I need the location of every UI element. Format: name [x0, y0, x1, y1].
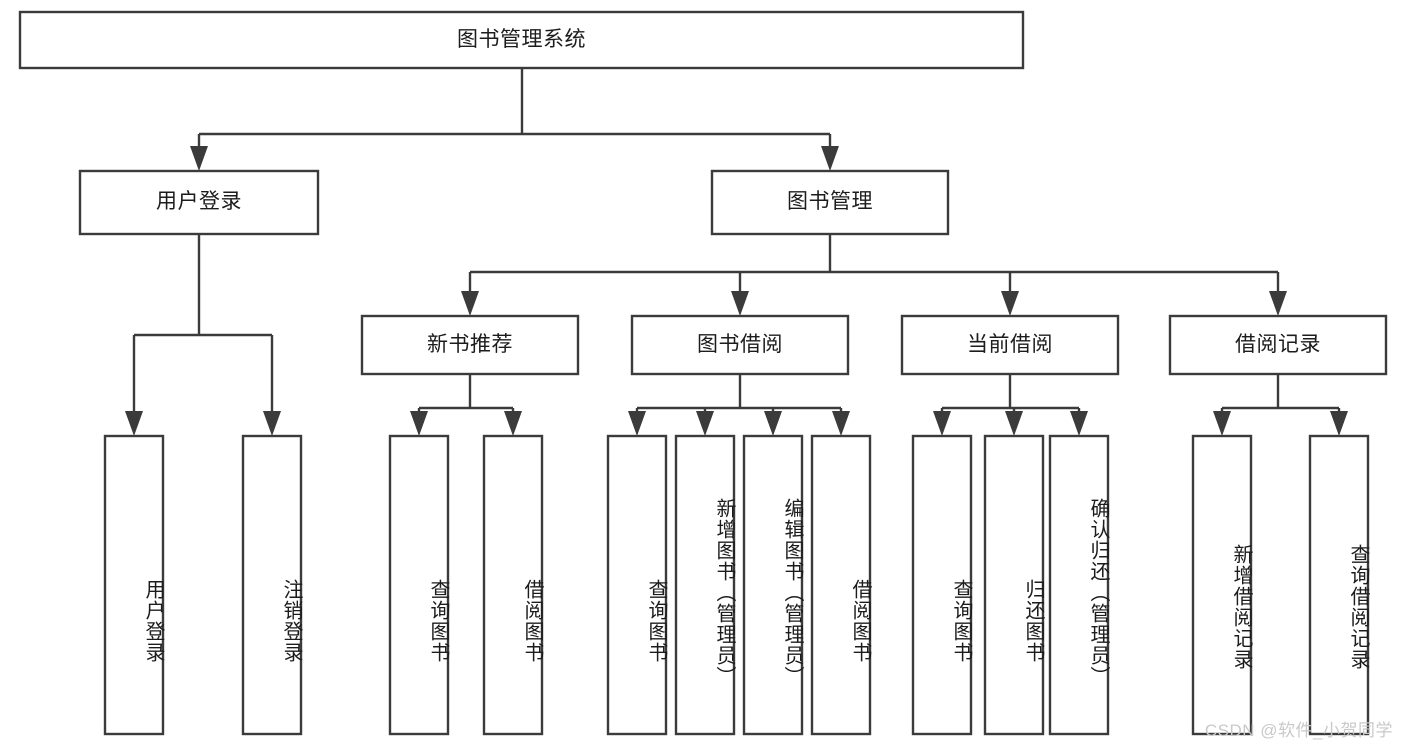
arrowhead-leaf-book-borrow-2 [764, 411, 782, 436]
arrowhead-leaf-new-book-0 [410, 411, 428, 436]
node-box-leaf-book-borrow-0[interactable] [606, 434, 668, 736]
node-box-leaf-book-borrow-3[interactable] [810, 434, 872, 736]
node-box-borrow-record[interactable] [1168, 314, 1388, 376]
node-box-leaf-current-borrow-2[interactable] [1048, 434, 1110, 736]
arrowhead-book-borrow [731, 291, 749, 316]
arrowhead-leaf-book-borrow-1 [696, 411, 714, 436]
arrowhead-leaf-borrow-record-0 [1213, 411, 1231, 436]
node-box-leaf-user-login-1[interactable] [241, 434, 303, 736]
node-box-leaf-new-book-1[interactable] [482, 434, 544, 736]
node-box-leaf-current-borrow-1[interactable] [983, 434, 1045, 736]
arrowhead-borrow-record [1269, 291, 1287, 316]
arrowhead-leaf-new-book-1 [504, 411, 522, 436]
arrowhead-leaf-book-borrow-0 [628, 411, 646, 436]
arrowhead-user-login [190, 146, 208, 171]
arrowhead-leaf-user-login-0 [125, 411, 143, 436]
node-box-leaf-current-borrow-0[interactable] [911, 434, 973, 736]
node-box-current-borrow[interactable] [900, 314, 1120, 376]
arrowhead-new-book-recommend [461, 291, 479, 316]
node-box-leaf-borrow-record-1[interactable] [1308, 434, 1370, 736]
node-box-new-book-recommend[interactable] [360, 314, 580, 376]
arrowhead-leaf-borrow-record-1 [1330, 411, 1348, 436]
arrowhead-leaf-user-login-1 [263, 411, 281, 436]
node-box-root[interactable] [18, 10, 1025, 70]
node-box-leaf-book-borrow-1[interactable] [674, 434, 736, 736]
arrowhead-leaf-current-borrow-2 [1070, 411, 1088, 436]
node-box-book-management[interactable] [710, 169, 950, 236]
node-box-leaf-book-borrow-2[interactable] [742, 434, 804, 736]
node-box-leaf-borrow-record-0[interactable] [1191, 434, 1253, 736]
node-box-user-login[interactable] [78, 169, 320, 236]
arrowhead-current-borrow [1001, 291, 1019, 316]
arrowhead-leaf-book-borrow-3 [832, 411, 850, 436]
watermark-text: CSDN @软件_小贺同学 [1204, 721, 1393, 740]
arrowhead-leaf-current-borrow-0 [933, 411, 951, 436]
node-box-book-borrow[interactable] [630, 314, 850, 376]
node-box-leaf-new-book-0[interactable] [388, 434, 450, 736]
arrowhead-leaf-current-borrow-1 [1005, 411, 1023, 436]
arrowhead-book-management [821, 146, 839, 171]
node-box-leaf-user-login-0[interactable] [103, 434, 165, 736]
